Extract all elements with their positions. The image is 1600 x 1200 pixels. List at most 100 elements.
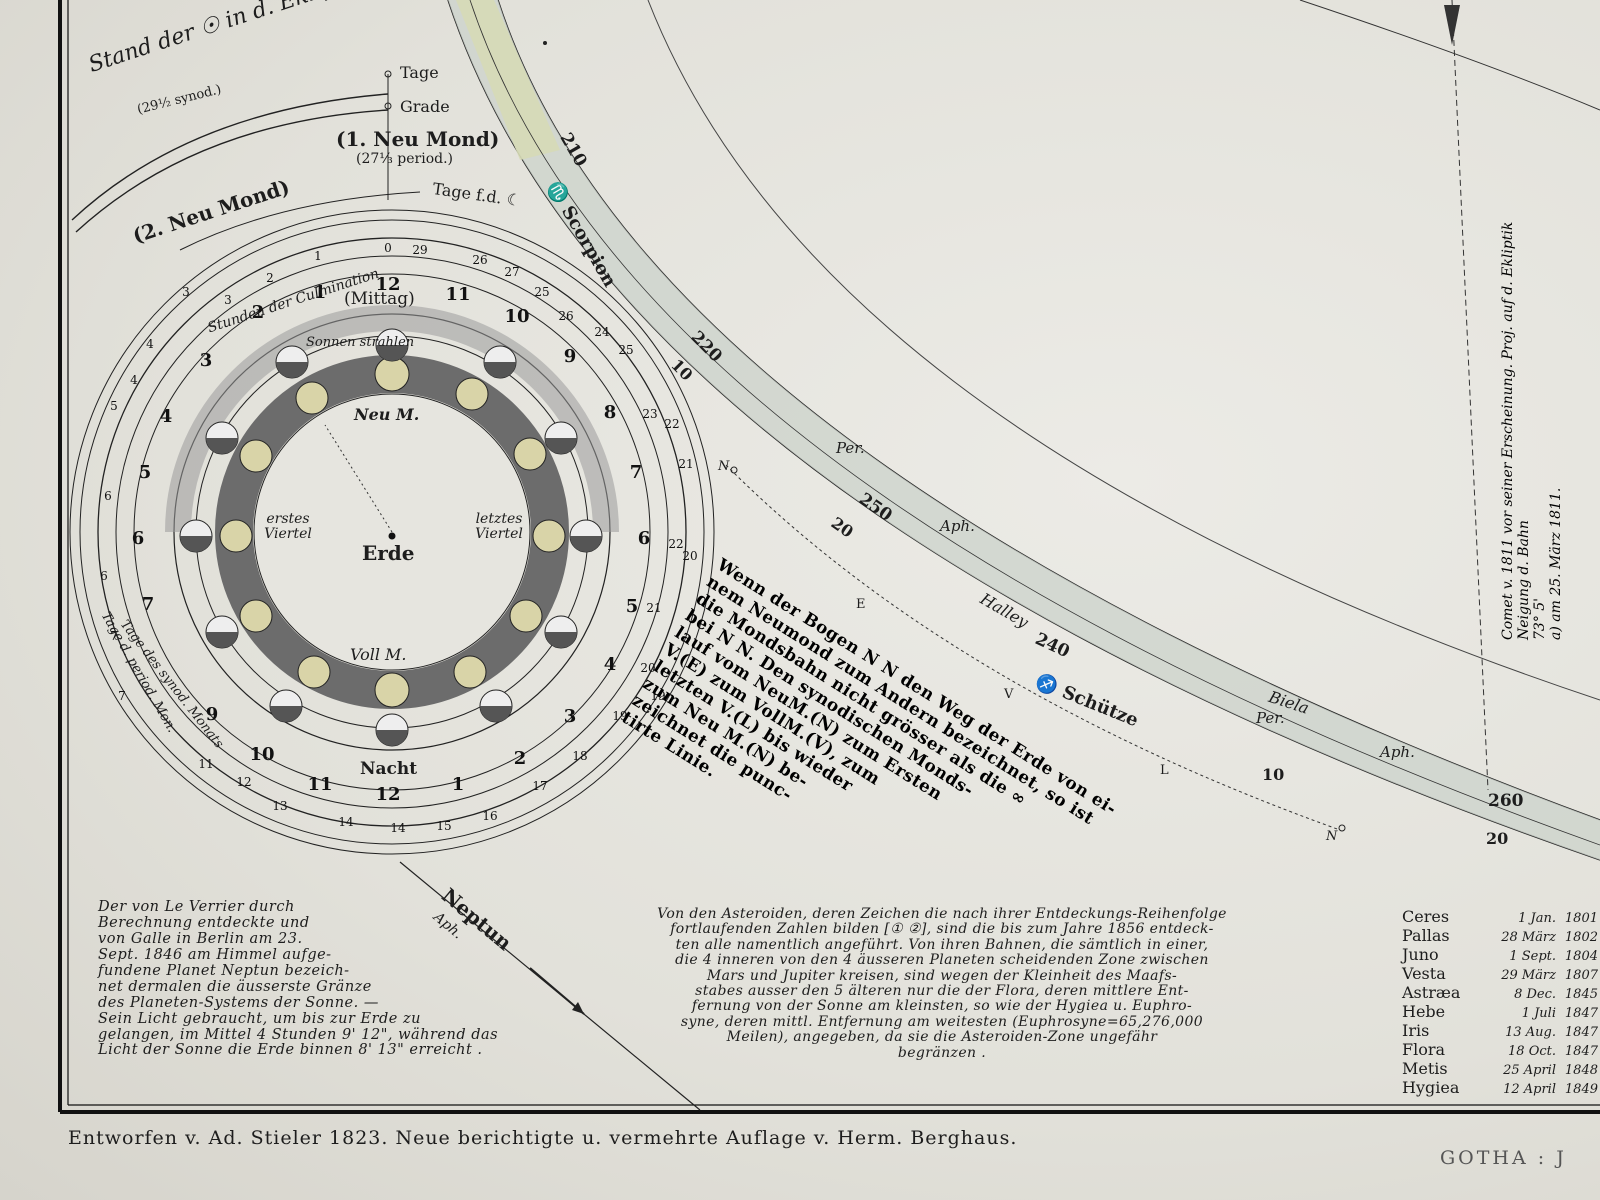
note-line: Mars und Jupiter kreisen, sind wegen der… [706, 967, 1178, 984]
svg-text:24: 24 [594, 325, 610, 339]
neptun-note: Der von Le Verrier durch Berechnung entd… [98, 899, 538, 1059]
comet-line: Neigung d. Bahn [1516, 520, 1532, 640]
sub-20-b: 20 [1486, 829, 1509, 848]
asteroid-date: 12 April [1503, 1082, 1556, 1097]
note-line: Der von Le Verrier durch [98, 899, 295, 915]
mittag-label: (Mittag) [344, 289, 415, 309]
erstes-label: erstes Viertel [264, 511, 312, 543]
svg-text:2: 2 [266, 271, 274, 285]
note-line: Sein Licht gebraucht, um bis zur Erde zu [98, 1010, 421, 1027]
svg-text:19: 19 [650, 689, 665, 703]
svg-text:3: 3 [182, 285, 190, 299]
svg-text:2: 2 [514, 748, 527, 769]
svg-text:27: 27 [504, 265, 519, 279]
list-item: Pallas 28 März 1802 [1402, 927, 1598, 946]
zodiac-ticks [543, 41, 1346, 832]
asteroid-name: Pallas [1402, 926, 1450, 945]
svg-text:25: 25 [534, 285, 549, 299]
list-item: Hygiea 12 April 1849 [1402, 1079, 1598, 1098]
asteroid-date: 29 März [1501, 968, 1556, 983]
neumond1-sub: (27⅓ period.) [356, 151, 454, 167]
asteroid-year: 1847 [1564, 1006, 1598, 1021]
svg-text:16: 16 [482, 809, 497, 823]
svg-text:26: 26 [558, 309, 573, 323]
asteroid-year: 1802 [1564, 930, 1598, 945]
svg-text:5: 5 [139, 462, 152, 483]
note-line: von Galle in Berlin am 23. [98, 930, 303, 947]
svg-text:6: 6 [100, 569, 108, 583]
note-line: ten alle namentlich angeführt. Von ihren… [675, 936, 1209, 953]
svg-text:4: 4 [604, 654, 617, 675]
svg-text:3: 3 [224, 293, 232, 307]
svg-text:10: 10 [249, 744, 274, 765]
svg-text:9: 9 [564, 346, 577, 367]
asteroid-year: 1807 [1564, 968, 1598, 983]
asteroid-name: Juno [1402, 945, 1439, 964]
svg-text:21: 21 [678, 457, 693, 471]
svg-text:7: 7 [630, 462, 643, 483]
svg-text:18: 18 [572, 749, 587, 763]
asteroid-year: 1804 [1564, 949, 1598, 964]
svg-text:25: 25 [618, 343, 633, 357]
voll-label: Voll M. [350, 645, 407, 664]
svg-text:9: 9 [206, 704, 219, 725]
asteroid-date: 18 Oct. [1508, 1044, 1556, 1059]
note-line: Sept. 1846 am Himmel aufge- [98, 946, 332, 963]
svg-text:11: 11 [445, 284, 470, 305]
asteroid-name: Iris [1402, 1021, 1430, 1040]
note-line: net dermalen die äusserste Gränze [98, 978, 372, 995]
svg-text:5: 5 [626, 596, 639, 617]
asteroid-date: 13 Aug. [1505, 1025, 1556, 1040]
svg-text:12: 12 [375, 274, 400, 295]
svg-text:1: 1 [314, 249, 322, 263]
svg-text:29: 29 [412, 243, 427, 257]
svg-text:14: 14 [390, 821, 406, 835]
svg-text:1: 1 [314, 282, 327, 303]
svg-text:3: 3 [564, 706, 577, 727]
marker-n2: N [1326, 829, 1338, 844]
grade-label: Grade [400, 97, 450, 116]
aph-label-a: Aph. [940, 517, 975, 535]
svg-text:20: 20 [682, 549, 697, 563]
svg-text:11: 11 [307, 774, 332, 795]
svg-text:20: 20 [640, 661, 655, 675]
svg-text:3: 3 [200, 350, 213, 371]
svg-text:22: 22 [668, 537, 683, 551]
note-line: fundene Planet Neptun bezeich- [98, 962, 350, 979]
sonnen-label: Sonnen strahlen [306, 335, 415, 350]
asteroid-name: Astræa [1402, 983, 1461, 1002]
svg-text:8: 8 [604, 402, 617, 423]
moon-phases [179, 328, 603, 747]
asteroid-name: Metis [1402, 1059, 1448, 1078]
svg-text:0: 0 [384, 241, 392, 255]
marker-v: V [1004, 687, 1014, 702]
asteroid-date: 8 Dec. [1514, 987, 1556, 1002]
svg-text:4: 4 [160, 406, 173, 427]
asteroid-name: Hebe [1402, 1002, 1446, 1021]
asteroid-date: 28 März [1501, 930, 1556, 945]
per-label-b: Per. [1256, 709, 1285, 727]
asteroid-name: Hygiea [1402, 1078, 1460, 1097]
svg-text:7: 7 [142, 594, 155, 615]
asteroid-date: 25 April [1503, 1063, 1556, 1078]
svg-text:22: 22 [664, 417, 679, 431]
svg-text:12: 12 [236, 775, 251, 789]
asteroid-date: 1 Juli [1521, 1006, 1556, 1021]
asteroid-year: 1847 [1564, 1025, 1598, 1040]
svg-text:12: 12 [375, 784, 400, 805]
svg-text:26: 26 [472, 253, 487, 267]
note-line: stabes ausser den 5 älteren nur die der … [695, 982, 1189, 999]
publisher-label: GOTHA : J [1440, 1147, 1567, 1169]
note-line: Berechnung entdeckte und [98, 914, 310, 931]
note-line: Meilen), angegeben, da sie die Asteroide… [726, 1029, 1158, 1046]
svg-text:11: 11 [198, 757, 213, 771]
asteroid-year: 1849 [1564, 1082, 1598, 1097]
asteroid-year: 1801 [1564, 911, 1598, 926]
svg-text:14: 14 [338, 815, 354, 829]
svg-text:7: 7 [118, 689, 126, 703]
note-line: begränzen . [897, 1044, 987, 1061]
